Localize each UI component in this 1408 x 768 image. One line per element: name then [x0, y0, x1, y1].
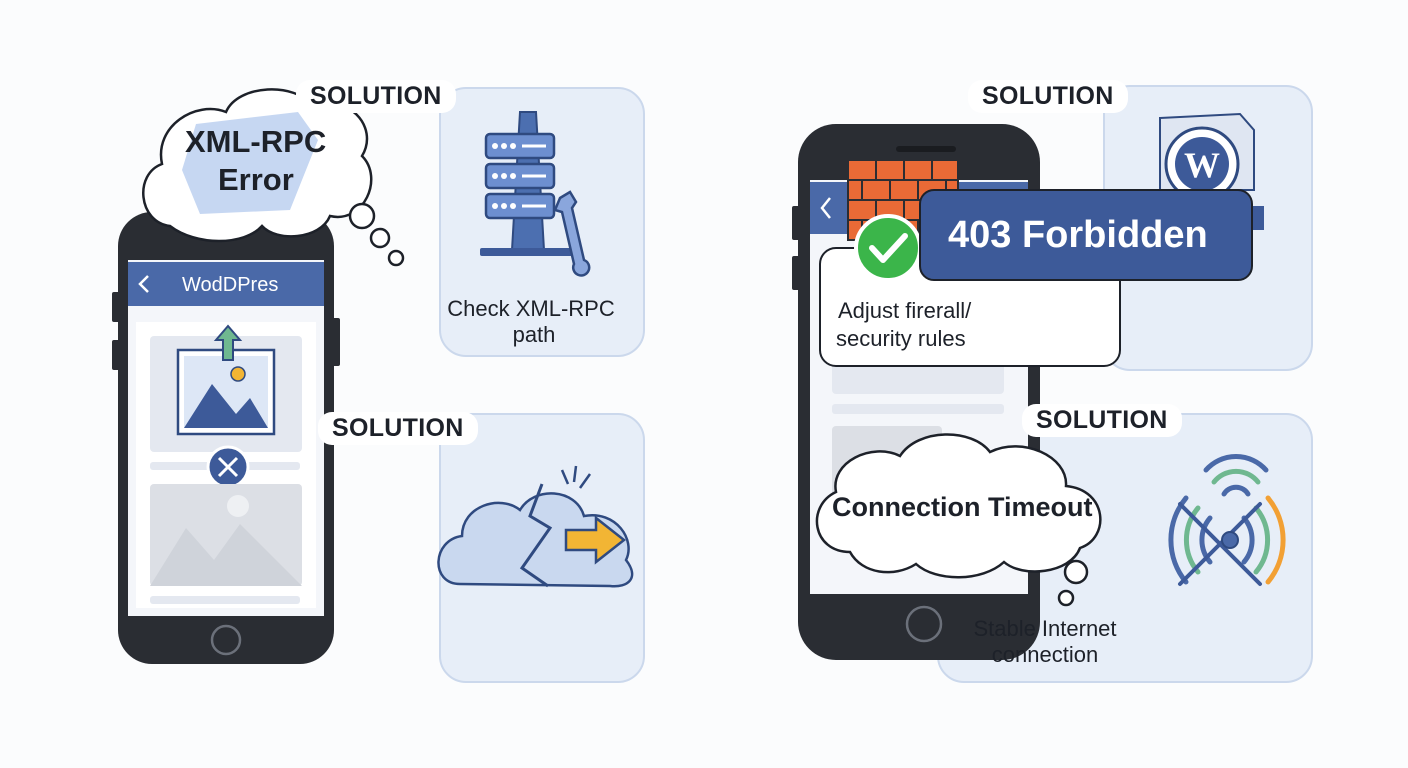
timeout-cloud	[815, 433, 1102, 607]
fix-card-line1: Adjust firerall/	[838, 298, 972, 323]
solution-badge-3: SOLUTION	[968, 80, 1128, 113]
error-cloud-line2: Error	[218, 162, 294, 197]
wifi-signal-icon	[1168, 454, 1286, 586]
server-wrench-icon	[480, 111, 591, 277]
app-header	[128, 262, 324, 306]
solution-badge-4: SOLUTION	[1022, 404, 1182, 437]
timeout-text: Connection Timeout	[832, 492, 1093, 522]
solution-caption-4-line1: Stable Internet	[973, 616, 1117, 641]
solution-caption-4-line2: connection	[991, 642, 1099, 667]
app-title: WodDPres	[182, 274, 279, 296]
solution-caption-1-line1: Check XML-RPC	[447, 296, 615, 321]
back-chevron-icon-right[interactable]	[820, 197, 831, 219]
left-phone	[112, 212, 340, 664]
solution-badge-2: SOLUTION	[318, 412, 478, 445]
back-chevron-icon[interactable]	[138, 275, 149, 293]
svg-text:W: W	[1184, 145, 1220, 185]
solution-badge-1: SOLUTION	[296, 80, 456, 113]
fix-card-line2: security rules	[836, 326, 966, 351]
forbidden-banner	[919, 189, 1253, 281]
upload-arrow-icon	[213, 324, 243, 361]
error-cloud-line1: XML-RPC	[185, 124, 327, 159]
forbidden-text: 403 Forbidden	[948, 214, 1208, 256]
error-cloud	[142, 88, 405, 267]
home-button-right[interactable]	[905, 605, 943, 643]
wordpress-logo-icon: W	[1159, 112, 1264, 230]
home-button[interactable]	[210, 624, 242, 656]
cloud-lightning-arrow-icon	[437, 465, 634, 588]
check-circle-icon	[854, 214, 922, 282]
solution-caption-1-line2: path	[512, 322, 556, 347]
